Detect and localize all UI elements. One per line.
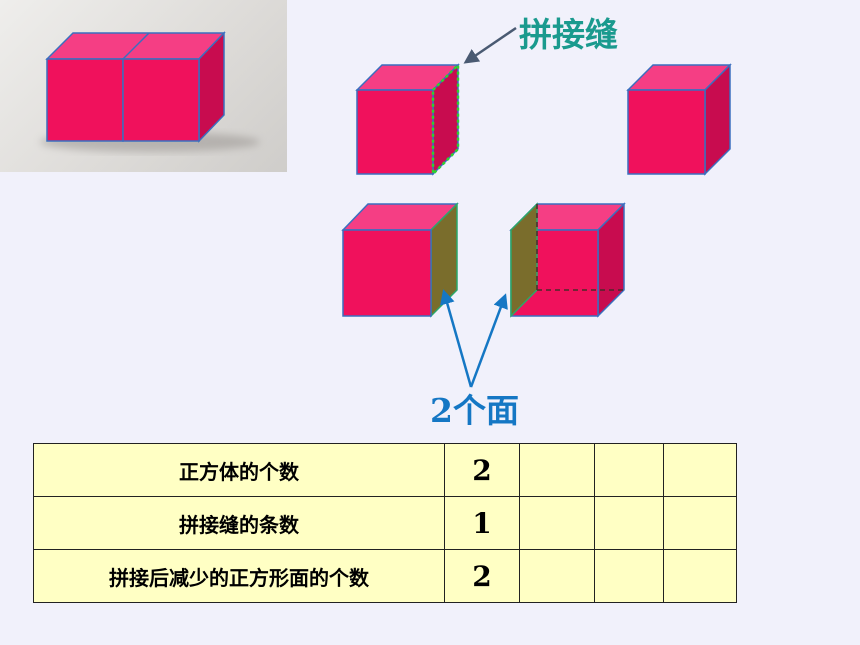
face-arrow-left	[440, 289, 473, 388]
row-value: 2	[444, 549, 520, 603]
table-row: 拼接后减少的正方形面的个数 2	[33, 549, 737, 603]
seam-label: 拼接缝	[519, 15, 618, 54]
empty-cell	[663, 549, 737, 603]
empty-cell	[663, 496, 737, 550]
row-header: 拼接缝的条数	[33, 496, 445, 550]
row-value: 1	[444, 496, 520, 550]
table-row: 拼接缝的条数 1	[33, 496, 737, 550]
row-header: 拼接后减少的正方形面的个数	[33, 549, 445, 603]
empty-cell	[594, 443, 664, 497]
cube-left-face-shaded	[509, 202, 626, 318]
cube-right-face-shaded	[341, 202, 459, 318]
empty-cell	[594, 549, 664, 603]
faces-label: 2个面	[430, 391, 519, 430]
photo-joined-cubes	[40, 31, 260, 152]
empty-cell	[519, 549, 595, 603]
seam-arrow	[463, 26, 517, 64]
cube-plain	[626, 63, 732, 176]
row-value: 2	[444, 443, 520, 497]
empty-cell	[663, 443, 737, 497]
row-header: 正方体的个数	[33, 443, 445, 497]
info-table: 正方体的个数 2 拼接缝的条数 1 拼接后减少的正方形面的个数 2	[33, 443, 737, 603]
seam-line	[431, 61, 460, 178]
empty-cell	[519, 443, 595, 497]
table-row: 正方体的个数 2	[33, 443, 737, 497]
face-arrow-right	[469, 293, 508, 388]
empty-cell	[519, 496, 595, 550]
empty-cell	[594, 496, 664, 550]
cube-with-seam	[355, 61, 460, 178]
